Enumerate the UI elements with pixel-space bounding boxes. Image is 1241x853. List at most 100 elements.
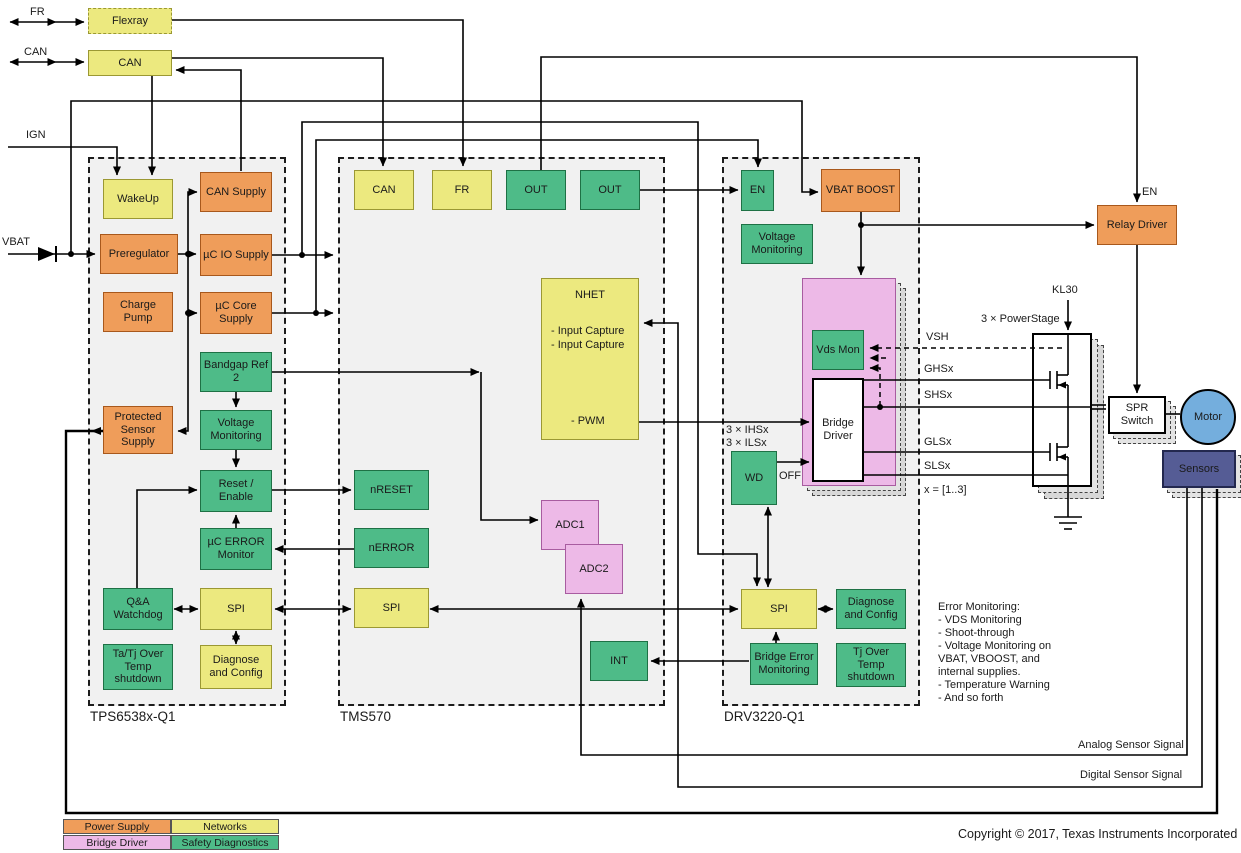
label-analog-sensor-signal: Analog Sensor Signal (1078, 739, 1184, 751)
reset-enable-label: Reset / Enable (218, 478, 254, 503)
node-ta-tj-shutdown: Ta/Tj Over Temp shutdown (103, 644, 173, 690)
node-wd: WD (731, 451, 777, 505)
label-vbat: VBAT (2, 236, 30, 248)
node-bandgap-ref2: Bandgap Ref 2 (200, 352, 272, 392)
adc1-label: ADC1 (555, 518, 585, 531)
label-off: OFF (779, 470, 801, 482)
out1-label: OUT (524, 183, 548, 196)
wire-symbols (38, 222, 1066, 461)
legend-networks: Networks (171, 819, 279, 834)
label-ilsx: 3 × ILSx (726, 437, 767, 449)
label-ghsx: GHSx (924, 363, 954, 375)
node-int: INT (590, 641, 648, 681)
node-can-tms: CAN (354, 170, 414, 210)
title-tps6538x: TPS6538x-Q1 (90, 709, 176, 724)
node-en-drv: EN (741, 170, 774, 211)
vds-mon-label: Vds Mon (816, 343, 860, 356)
node-reset-enable: Reset / Enable (200, 470, 272, 512)
can-tms-label: CAN (372, 183, 396, 196)
node-motor: Motor (1180, 389, 1236, 445)
node-uc-core-supply: µC Core Supply (200, 292, 272, 334)
node-qa-watchdog: Q&A Watchdog (103, 588, 173, 630)
copyright-text: Copyright © 2017, Texas Instruments Inco… (958, 827, 1238, 841)
label-kl30: KL30 (1052, 284, 1078, 296)
label-fr-io: FR (30, 6, 45, 18)
node-bridge-error-monitoring: Bridge Error Monitoring (750, 643, 818, 685)
nhet-item-pwm: - PWM (571, 415, 605, 427)
label-relay-en: EN (1142, 186, 1158, 198)
bridge-error-label: Bridge Error Monitoring (754, 651, 814, 676)
title-drv3220: DRV3220-Q1 (724, 709, 805, 724)
preregulator-label: Preregulator (108, 247, 170, 260)
wd-label: WD (744, 471, 764, 484)
ta-tj-label: Ta/Tj Over Temp shutdown (112, 647, 164, 686)
node-diagnose-config-drv: Diagnose and Config (836, 589, 906, 629)
voltage-monitoring-drv-label: Voltage Monitoring (751, 231, 803, 256)
node-voltage-monitoring-drv: Voltage Monitoring (741, 224, 813, 264)
bridge-driver-label: Bridge Driver (822, 417, 854, 442)
protected-sensor-supply-label: Protected Sensor Supply (114, 410, 162, 449)
node-spi-drv: SPI (741, 589, 817, 629)
label-powerstage: 3 × PowerStage (981, 313, 1060, 325)
node-vds-mon: Vds Mon (812, 330, 864, 370)
can-label: CAN (118, 56, 142, 69)
diagnose-config-tps-label: Diagnose and Config (209, 654, 263, 679)
node-adc1: ADC1 (541, 500, 599, 550)
label-can-io: CAN (24, 46, 48, 58)
tj-shutdown-label: Tj Over Temp shutdown (847, 645, 895, 684)
sensors-label: Sensors (1178, 462, 1220, 475)
node-diagnose-config-tps: Diagnose and Config (200, 645, 272, 689)
fr-tms-label: FR (454, 183, 470, 196)
spr-switch-label: SPR Switch (1120, 402, 1154, 427)
label-digital-sensor-signal: Digital Sensor Signal (1080, 769, 1183, 781)
qa-watchdog-label: Q&A Watchdog (113, 596, 163, 621)
legend-safety-diagnostics: Safety Diagnostics (171, 835, 279, 850)
label-x-range: x = [1..3] (924, 484, 967, 496)
node-spi-tms: SPI (354, 588, 429, 628)
node-tj-shutdown: Tj Over Temp shutdown (836, 643, 906, 687)
note-error-monitoring: Error Monitoring: - VDS Monitoring - Sho… (938, 601, 1052, 704)
uc-core-label: µC Core Supply (215, 300, 257, 325)
diagnose-config-drv-label: Diagnose and Config (844, 596, 898, 621)
voltage-monitoring-label: Voltage Monitoring (210, 417, 262, 442)
node-spr-switch: SPR Switch (1108, 396, 1166, 434)
node-adc2: ADC2 (565, 544, 623, 594)
label-ign: IGN (26, 129, 46, 141)
node-nhet: NHET (541, 278, 639, 440)
label-shsx: SHSx (924, 389, 953, 401)
label-ihsx: 3 × IHSx (726, 424, 769, 436)
flexray-box: Flexray (88, 8, 172, 34)
dashed-wires (869, 344, 1062, 406)
nhet-item-input-capture-1: - Input Capture (551, 325, 625, 337)
power-stage-box (1032, 333, 1092, 487)
charge-pump-label: Charge Pump (119, 299, 157, 324)
wakeup-label: WakeUp (117, 192, 159, 205)
label-slsx: SLSx (924, 460, 951, 472)
node-nreset: nRESET (354, 470, 429, 510)
node-bridge-driver: Bridge Driver (812, 378, 864, 482)
node-protected-sensor-supply: Protected Sensor Supply (103, 406, 173, 454)
nhet-item-input-capture-2: - Input Capture (551, 339, 625, 351)
can-box: CAN (88, 50, 172, 76)
can-supply-label: CAN Supply (206, 185, 266, 198)
spi-tps-label: SPI (227, 602, 245, 615)
legend-bridge-driver: Bridge Driver (63, 835, 171, 850)
label-glsx: GLSx (924, 436, 952, 448)
node-nerror: nERROR (354, 528, 429, 568)
adc2-label: ADC2 (579, 562, 609, 575)
node-out1: OUT (506, 170, 566, 210)
title-tms570: TMS570 (340, 709, 392, 724)
uc-error-monitor-label: µC ERROR Monitor (207, 536, 265, 561)
nhet-title: NHET (575, 289, 605, 301)
legend-power-supply: Power Supply (63, 819, 171, 834)
node-spi-tps: SPI (200, 588, 272, 630)
node-uc-io-supply: µC IO Supply (200, 234, 272, 276)
sensor-supply-wire (64, 429, 1219, 815)
int-label: INT (610, 654, 628, 667)
node-out2: OUT (580, 170, 640, 210)
node-sensors: Sensors (1162, 450, 1236, 488)
node-preregulator: Preregulator (100, 234, 178, 274)
motor-label: Motor (1193, 410, 1223, 423)
en-drv-label: EN (749, 184, 766, 197)
